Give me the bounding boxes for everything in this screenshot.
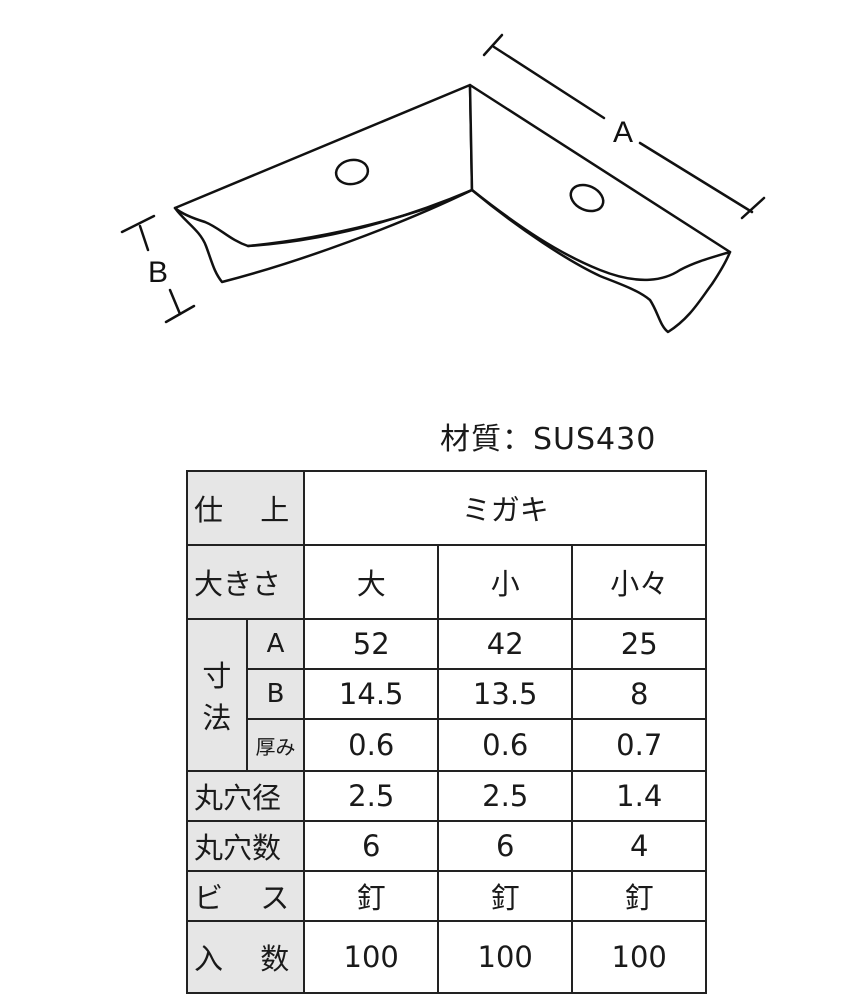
screw-large: 釘	[303, 870, 440, 922]
dim-a-large: 52	[303, 618, 440, 670]
size-extra-small: 小々	[571, 544, 708, 620]
screw-extra-small: 釘	[571, 870, 708, 922]
dim-row-thickness: 厚み 0.6 0.6 0.7	[187, 718, 708, 772]
right-plate-front-edge	[470, 188, 732, 334]
hole-diameter-label: 丸穴径	[185, 770, 306, 822]
dimension-a-label: A	[613, 116, 633, 149]
size-row: 大きさ 大 小 小々	[185, 544, 708, 620]
dimension-group-label: 寸 法	[186, 618, 248, 772]
quantity-large: 100	[303, 920, 440, 994]
size-small: 小	[437, 544, 574, 620]
material-spec: 材質：SUS430	[440, 422, 657, 457]
hole-diameter-large: 2.5	[303, 770, 440, 822]
thickness-large: 0.6	[303, 718, 440, 772]
spec-table: 仕 上 ミガキ 大きさ 大 小 小々 寸 法 A 52 42 25 B 14.5…	[185, 470, 708, 994]
dim-b-small: 13.5	[437, 668, 574, 720]
size-large: 大	[303, 544, 440, 620]
dimension-b-label: B	[148, 256, 168, 289]
dim-a-small: 42	[437, 618, 574, 670]
left-plate-front-edge	[173, 188, 474, 284]
dim-a-extra-small: 25	[571, 618, 708, 670]
thickness-extra-small: 0.7	[571, 718, 708, 772]
right-hole	[569, 183, 605, 213]
hole-diameter-row: 丸穴径 2.5 2.5 1.4	[185, 770, 708, 822]
hole-count-extra-small: 4	[571, 820, 708, 872]
quantity-label: 入 数	[185, 920, 306, 994]
hole-count-label: 丸穴数	[185, 820, 306, 872]
left-plate-outline	[173, 83, 474, 248]
dim-label-b: B	[245, 668, 306, 720]
thickness-small: 0.6	[437, 718, 574, 772]
quantity-extra-small: 100	[571, 920, 708, 994]
corner-bracket-diagram: A B	[120, 33, 766, 334]
dim-label-a: A	[245, 618, 306, 670]
hole-diameter-small: 2.5	[437, 770, 574, 822]
hole-count-large: 6	[303, 820, 440, 872]
hole-count-row: 丸穴数 6 6 4	[185, 820, 708, 872]
quantity-row: 入 数 100 100 100	[185, 920, 708, 994]
left-hole	[334, 158, 370, 186]
dim-row-b: B 14.5 13.5 8	[187, 668, 708, 720]
hole-count-small: 6	[437, 820, 574, 872]
finish-label: 仕 上	[185, 470, 306, 546]
finish-value: ミガキ	[303, 470, 708, 546]
dim-label-thickness: 厚み	[245, 718, 306, 772]
hole-diameter-extra-small: 1.4	[571, 770, 708, 822]
dim-row-a: 寸 法 A 52 42 25	[186, 618, 708, 772]
quantity-small: 100	[437, 920, 574, 994]
screw-label: ビ ス	[185, 870, 306, 922]
size-label: 大きさ	[185, 544, 306, 620]
dim-b-extra-small: 8	[571, 668, 708, 720]
dim-b-large: 14.5	[303, 668, 440, 720]
screw-small: 釘	[437, 870, 574, 922]
screw-row: ビ ス 釘 釘 釘	[185, 870, 708, 922]
finish-row: 仕 上 ミガキ	[185, 470, 708, 546]
